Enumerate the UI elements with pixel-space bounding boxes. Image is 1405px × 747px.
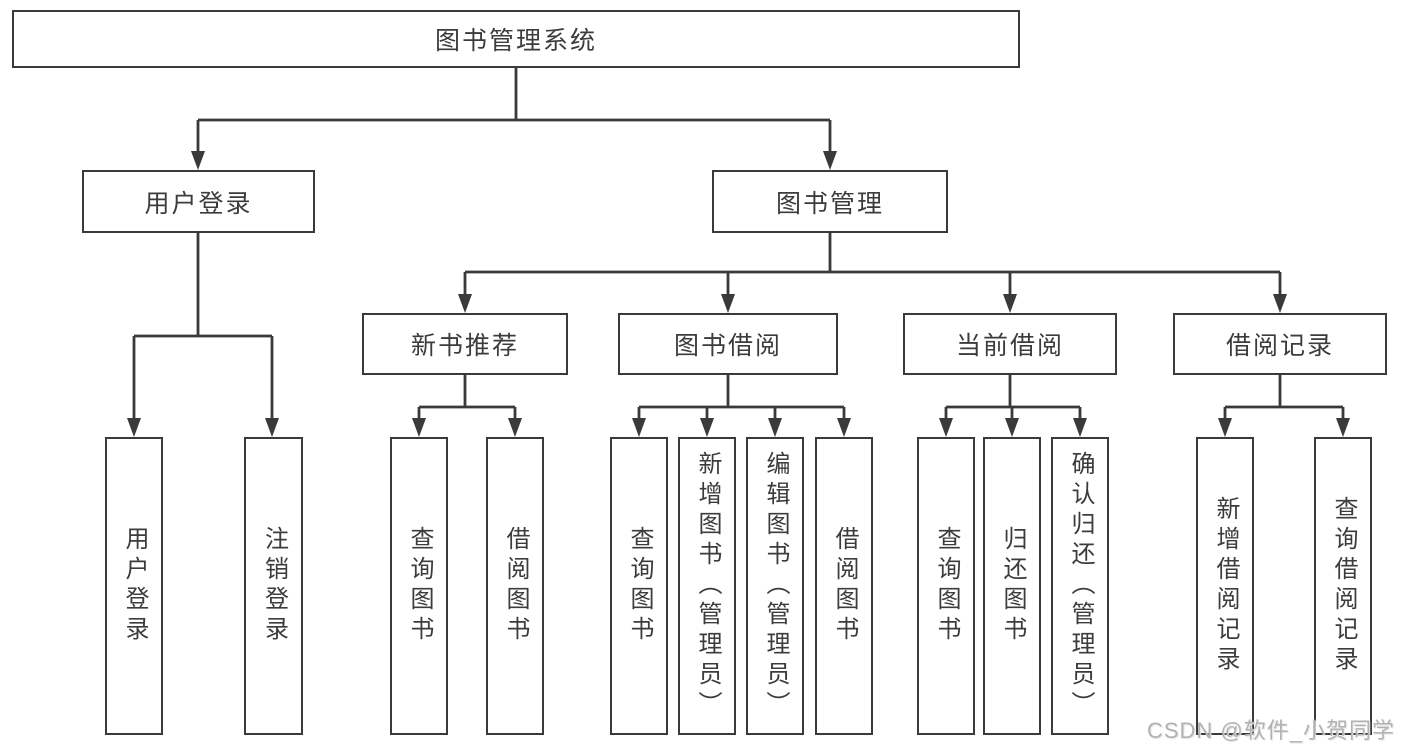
leaf-borrow-books-recommend: 借阅图书 [486, 437, 544, 735]
connector-book-borrow-branches [637, 375, 846, 422]
arrow-icon [837, 418, 851, 437]
arrow-icon [191, 151, 205, 170]
arrow-icon [1073, 418, 1087, 437]
leaf-query-borrow-record: 查询借阅记录 [1314, 437, 1372, 735]
arrow-icon [632, 418, 646, 437]
node-book-borrow: 图书借阅 [618, 313, 838, 375]
leaf-borrow-books-recommend-label: 借阅图书 [502, 526, 529, 646]
arrow-icon [721, 294, 735, 313]
node-root-label: 图书管理系统 [434, 27, 597, 55]
arrow-icon [265, 418, 279, 437]
csdn-watermark: CSDN @软件_小贺同学 [1146, 718, 1395, 743]
node-book-management-label: 图书管理 [775, 189, 884, 218]
leaf-user-login: 用户登录 [105, 437, 163, 735]
leaf-query-borrow-record-label: 查询借阅记录 [1330, 496, 1357, 676]
connector-user-login-branches [132, 233, 274, 422]
leaf-add-borrow-record-label: 新增借阅记录 [1212, 496, 1239, 676]
leaf-query-books-current: 查询图书 [917, 437, 975, 735]
arrow-icon [1336, 418, 1350, 437]
leaf-query-books-recommend-label: 查询图书 [406, 526, 433, 646]
leaf-add-borrow-record: 新增借阅记录 [1196, 437, 1254, 735]
leaf-confirm-return-admin-label: 确认归还（管理员） [1067, 451, 1094, 721]
node-user-login: 用户登录 [82, 170, 315, 233]
leaf-query-books-borrow: 查询图书 [610, 437, 668, 735]
arrow-icon [768, 418, 782, 437]
node-new-book-recommend-label: 新书推荐 [410, 332, 519, 360]
arrow-icon [458, 294, 472, 313]
arrow-icon [412, 418, 426, 437]
leaf-borrow-books-label: 借阅图书 [831, 526, 858, 646]
connector-book-mgmt-branches [463, 233, 1282, 298]
leaf-return-book-label: 归还图书 [999, 526, 1026, 646]
connector-root-branches [196, 68, 832, 155]
connector-current-borrow-branches [944, 375, 1082, 422]
leaf-confirm-return-admin: 确认归还（管理员） [1051, 437, 1109, 735]
leaf-borrow-books: 借阅图书 [815, 437, 873, 735]
leaf-logout: 注销登录 [244, 437, 303, 735]
arrow-icon [1003, 294, 1017, 313]
leaf-user-login-label: 用户登录 [121, 526, 148, 646]
arrow-icon [1005, 418, 1019, 437]
leaf-query-books-recommend: 查询图书 [390, 437, 448, 735]
node-book-borrow-label: 图书借阅 [673, 332, 782, 360]
arrow-icon [823, 151, 837, 170]
leaf-return-book: 归还图书 [983, 437, 1041, 735]
node-root: 图书管理系统 [12, 10, 1020, 68]
node-borrow-records-label: 借阅记录 [1225, 332, 1334, 360]
leaf-add-book-admin: 新增图书（管理员） [678, 437, 736, 735]
node-current-borrow: 当前借阅 [903, 313, 1117, 375]
connector-new-book-branches [417, 375, 517, 422]
leaf-add-book-admin-label: 新增图书（管理员） [694, 451, 721, 721]
arrow-icon [1218, 418, 1232, 437]
arrow-icon [1273, 294, 1287, 313]
arrow-icon [508, 418, 522, 437]
leaf-query-books-current-label: 查询图书 [933, 526, 960, 646]
node-current-borrow-label: 当前借阅 [955, 332, 1064, 360]
node-user-login-label: 用户登录 [144, 189, 253, 218]
leaf-query-books-borrow-label: 查询图书 [626, 526, 653, 646]
arrow-icon [939, 418, 953, 437]
arrow-icon [127, 418, 141, 437]
arrowheads [127, 151, 1350, 437]
arrow-icon [700, 418, 714, 437]
leaf-edit-book-admin-label: 编辑图书（管理员） [762, 451, 789, 721]
leaf-edit-book-admin: 编辑图书（管理员） [746, 437, 804, 735]
leaf-logout-label: 注销登录 [260, 526, 288, 646]
node-borrow-records: 借阅记录 [1173, 313, 1387, 375]
connector-records-branches [1223, 375, 1345, 422]
node-book-management: 图书管理 [712, 170, 948, 233]
node-new-book-recommend: 新书推荐 [362, 313, 568, 375]
